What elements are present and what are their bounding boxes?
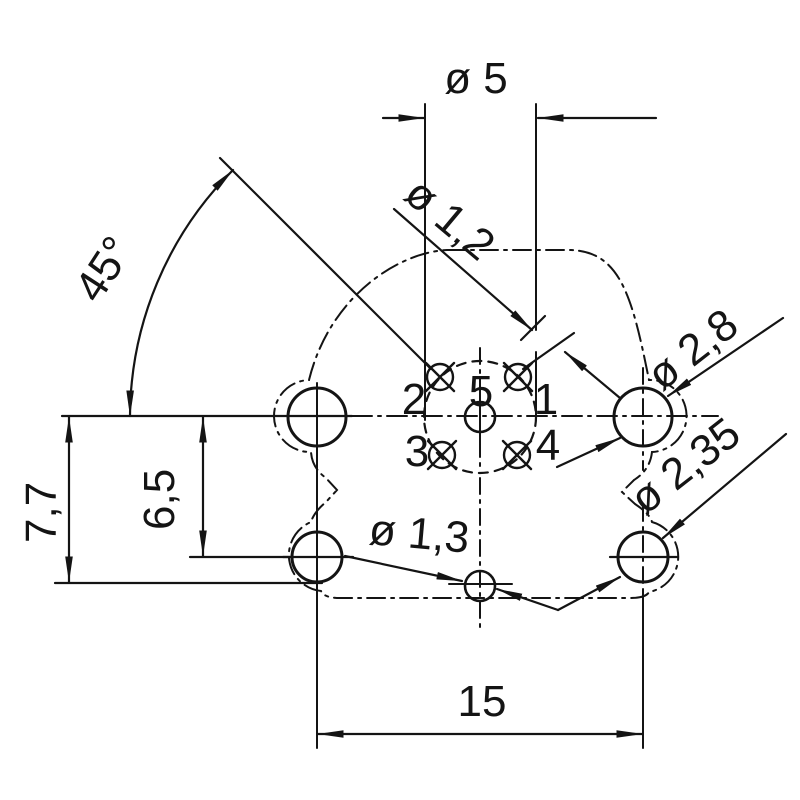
d13-leader bbox=[343, 554, 464, 583]
d12-edge-tick bbox=[519, 314, 547, 342]
pin3-label: 3 bbox=[405, 427, 429, 476]
part-outline bbox=[273, 249, 688, 599]
d28-opposite-leader bbox=[555, 436, 622, 469]
d13-label: ø 1,3 bbox=[367, 505, 471, 563]
angle-45-label: 45° bbox=[65, 228, 142, 310]
pin5-label: 5 bbox=[469, 367, 493, 416]
pin1-label: 1 bbox=[534, 375, 558, 424]
angle-45-reference-line bbox=[218, 156, 433, 371]
pin4-label: 4 bbox=[536, 421, 560, 470]
d12-leader bbox=[392, 207, 534, 332]
d28-label: ø 2,8 bbox=[638, 300, 747, 400]
pin2-label: 2 bbox=[402, 375, 426, 424]
angle-45-arc bbox=[126, 168, 235, 418]
d15-label: 15 bbox=[458, 677, 507, 726]
d12-label: ø 1,2 bbox=[396, 168, 504, 270]
d12-edge-line-pin1 bbox=[521, 331, 576, 371]
upper-right-hole bbox=[612, 386, 674, 448]
d13-opposite-leader bbox=[495, 587, 560, 612]
d12-opposite-leader bbox=[563, 350, 622, 400]
bottom-center-hole bbox=[463, 569, 497, 603]
d235-leader bbox=[661, 432, 788, 540]
d28-leader bbox=[666, 316, 785, 398]
upper-left-hole bbox=[286, 386, 348, 448]
d65-label: 6,5 bbox=[135, 469, 184, 530]
pin4-hole bbox=[501, 439, 533, 471]
pin1-hole bbox=[502, 361, 534, 393]
pin3-hole bbox=[426, 439, 458, 471]
lower-right-hole bbox=[616, 530, 670, 584]
d235-opposite-leader bbox=[556, 575, 622, 612]
d5-label: ø 5 bbox=[444, 54, 508, 103]
d77-label: 7,7 bbox=[17, 482, 66, 543]
